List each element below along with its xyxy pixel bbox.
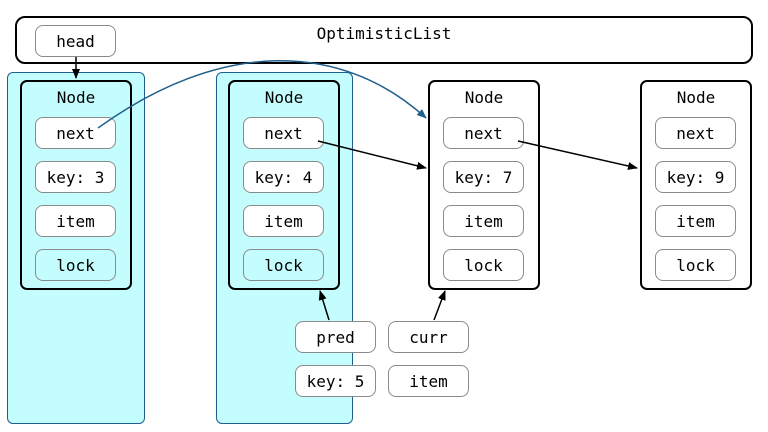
node-key-field: key: 3 [35, 161, 116, 193]
node-lock-field: lock [35, 249, 116, 281]
node-next-field: next [243, 117, 324, 149]
new-node-item-field: item [388, 365, 469, 397]
node-lock-field: lock [655, 249, 736, 281]
node-title: Node [676, 88, 716, 107]
new-node-key-field: key: 5 [295, 365, 376, 397]
node-key-3 [20, 80, 132, 290]
head-field: head [35, 25, 116, 57]
node-title: Node [56, 88, 96, 107]
node-next-field: next [443, 117, 524, 149]
node-item-field: item [655, 205, 736, 237]
node-next-field: next [35, 117, 116, 149]
node-lock-field: lock [443, 249, 524, 281]
curr-pointer: curr [388, 321, 469, 353]
node-title: Node [464, 88, 504, 107]
node-key-field: key: 7 [443, 161, 524, 193]
node-item-field: item [443, 205, 524, 237]
node-next-field: next [655, 117, 736, 149]
node-item-field: item [243, 205, 324, 237]
node-lock-field: lock [243, 249, 324, 281]
pred-pointer: pred [295, 321, 376, 353]
curr-to-node-7-arrow [433, 290, 446, 321]
node-key-field: key: 4 [243, 161, 324, 193]
node-title: Node [264, 88, 304, 107]
node-key-7 [428, 80, 540, 290]
list-title: OptimisticList [316, 24, 452, 43]
node-key-field: key: 9 [655, 161, 736, 193]
node-item-field: item [35, 205, 116, 237]
node-key-9 [640, 80, 752, 290]
